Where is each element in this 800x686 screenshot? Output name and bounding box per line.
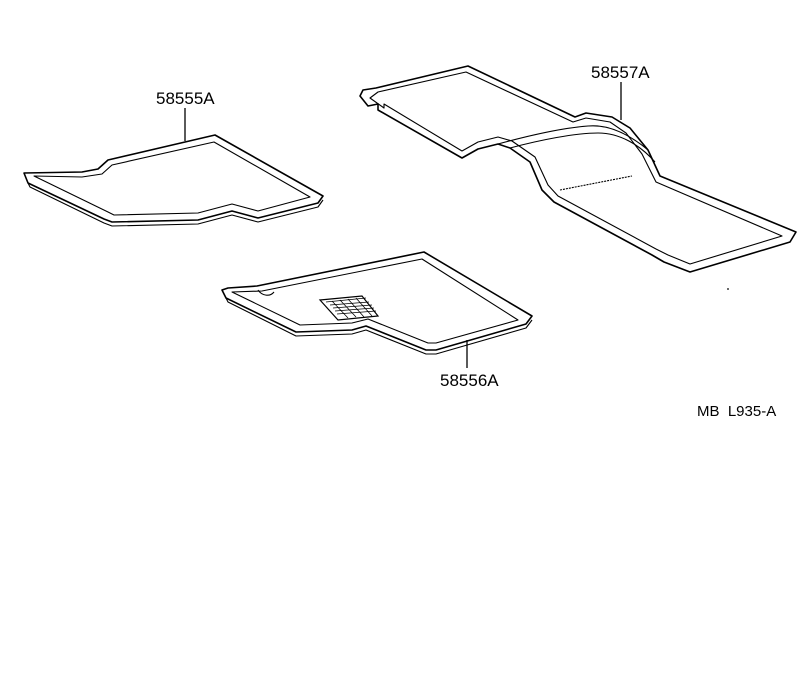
stray-mark	[727, 288, 729, 290]
front-right-mat-part-number: 58556A	[440, 371, 499, 390]
heel-pad	[318, 295, 380, 321]
front-left-mat-outer-edge	[23, 134, 324, 223]
drawing-code: MB L935-A	[697, 403, 776, 420]
rear-floor-mat[interactable]	[359, 65, 797, 273]
front-right-floor-mat[interactable]	[221, 251, 533, 355]
front-right-mat-outer-edge	[221, 251, 533, 351]
rear-mat-part-number: 58557A	[591, 63, 650, 82]
front-right-mat-inner-edge	[231, 258, 519, 344]
front-right-mat-heel-notch	[257, 289, 275, 296]
rear-mat-outer-edge	[359, 65, 797, 273]
front-left-floor-mat[interactable]	[23, 134, 324, 227]
front-right-mat-thickness	[225, 297, 533, 355]
front-left-mat-part-number: 58555A	[156, 89, 215, 108]
front-left-mat-inner-edge	[33, 141, 311, 216]
rear-mat-tunnel-hump-inner	[509, 132, 656, 163]
rear-mat-crease	[559, 175, 633, 191]
rear-mat-tunnel-hump	[497, 125, 649, 151]
rear-mat-inner-edge	[369, 71, 783, 265]
front-left-mat-thickness	[27, 182, 324, 227]
